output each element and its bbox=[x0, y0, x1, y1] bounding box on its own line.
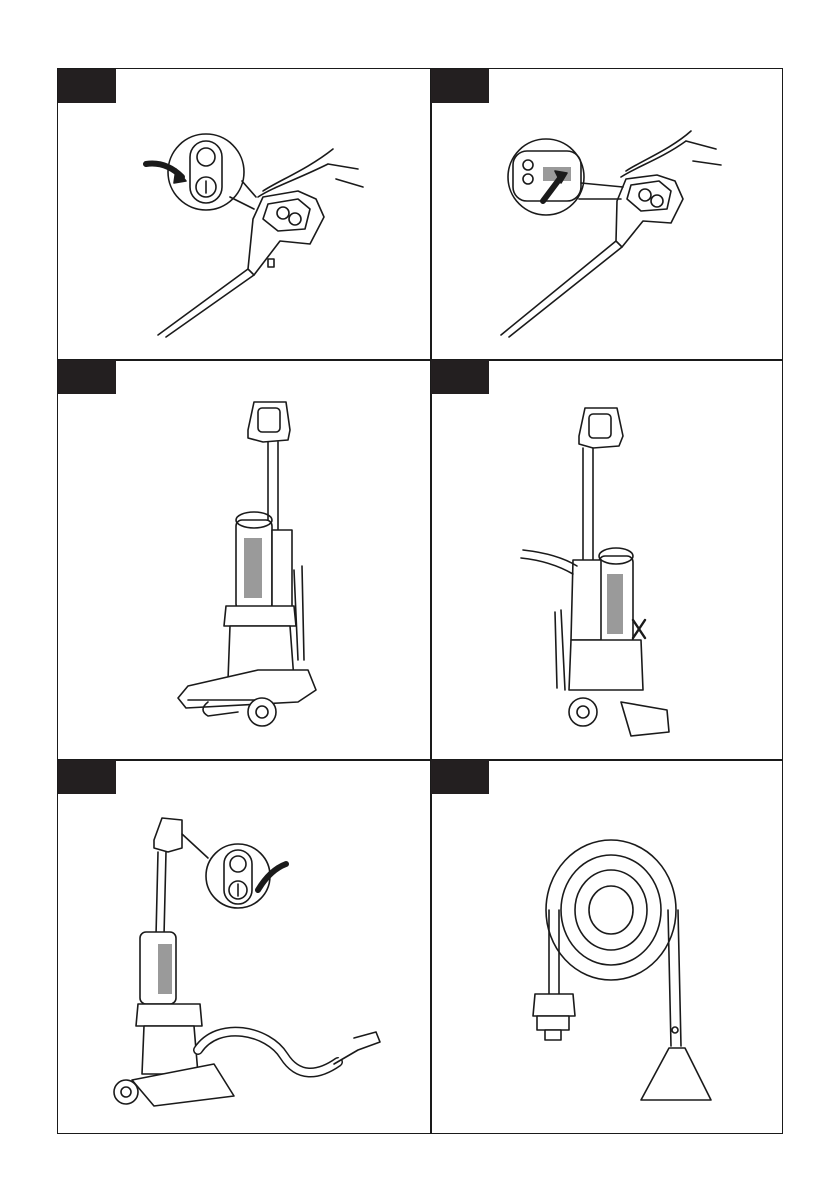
panel-step-2 bbox=[431, 69, 784, 359]
instruction-grid bbox=[57, 68, 783, 1134]
panel-step-3 bbox=[58, 360, 430, 759]
panel-step-1 bbox=[58, 69, 430, 359]
handle-trigger-release-illustration bbox=[431, 69, 784, 359]
cleaner-with-hose-attached-illustration bbox=[58, 760, 430, 1135]
power-button-press-illustration bbox=[58, 69, 430, 359]
panel-step-5 bbox=[58, 760, 430, 1135]
panel-step-6 bbox=[431, 760, 784, 1135]
panel-step-4 bbox=[431, 360, 784, 759]
coiled-hose-tool-illustration bbox=[431, 760, 784, 1135]
upright-cleaner-front-illustration bbox=[58, 360, 430, 759]
upright-cleaner-do-not-lift-illustration bbox=[431, 360, 784, 759]
